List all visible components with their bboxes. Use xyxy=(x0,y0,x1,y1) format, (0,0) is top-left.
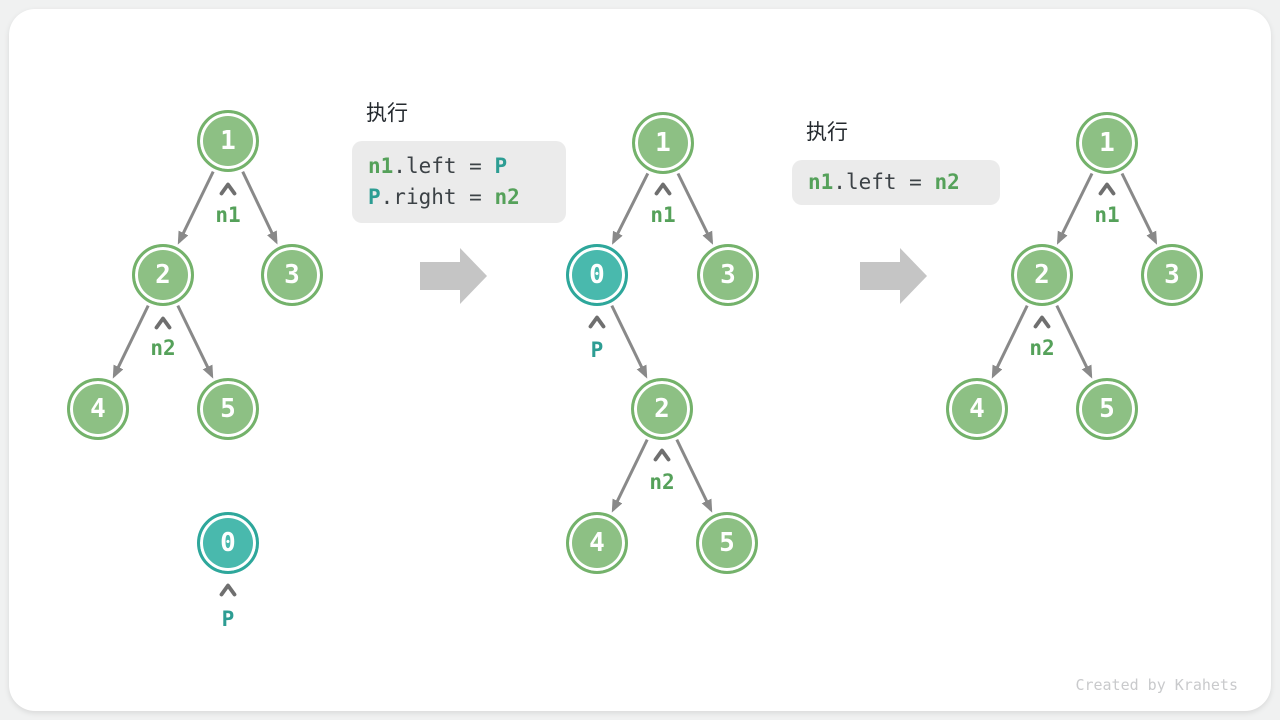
code-line: n1.left = P xyxy=(368,151,550,182)
code-box: n1.left = n2 xyxy=(792,160,1000,205)
tree-node: 5 xyxy=(197,378,259,440)
code-token: .right = xyxy=(380,185,495,209)
code-token-p: P xyxy=(368,185,381,209)
exec-title: 执行 xyxy=(366,101,408,125)
pointer-label-n1: n1 xyxy=(1094,203,1120,227)
tree-node: 1 xyxy=(197,110,259,172)
tree-node: 4 xyxy=(946,378,1008,440)
pointer-label-n2: n2 xyxy=(649,470,675,494)
tree-node: 1 xyxy=(1076,112,1138,174)
pointer-label-n1: n1 xyxy=(650,203,676,227)
tree-node: 5 xyxy=(696,512,758,574)
exec-title: 执行 xyxy=(806,120,848,144)
exec-block-1: 执行 n1.left = P P.right = n2 xyxy=(352,99,566,223)
code-box: n1.left = P P.right = n2 xyxy=(352,141,566,223)
pointer-label-n2: n2 xyxy=(1029,336,1055,360)
tree-node: 2 xyxy=(132,244,194,306)
exec-block-2: 执行 n1.left = n2 xyxy=(792,118,1000,205)
tree-node-p: 0 xyxy=(566,244,628,306)
code-token-n2: n2 xyxy=(494,185,520,209)
tree-node: 1 xyxy=(632,112,694,174)
tree-node: 4 xyxy=(566,512,628,574)
tree-node: 3 xyxy=(1141,244,1203,306)
tree-node: 4 xyxy=(67,378,129,440)
tree-node-p: 0 xyxy=(197,512,259,574)
tree-node: 2 xyxy=(631,378,693,440)
tree-node: 2 xyxy=(1011,244,1073,306)
code-token-n1: n1 xyxy=(808,170,834,194)
code-token-n1: n1 xyxy=(368,154,394,178)
tree-node: 5 xyxy=(1076,378,1138,440)
pointer-label-p: P xyxy=(590,338,604,362)
code-line: n1.left = n2 xyxy=(808,167,984,198)
tree-node: 3 xyxy=(697,244,759,306)
credit-text: Created by Krahets xyxy=(1075,676,1238,694)
code-token-n2: n2 xyxy=(934,170,960,194)
tree-node: 3 xyxy=(261,244,323,306)
pointer-label-n1: n1 xyxy=(215,203,241,227)
code-token: .left = xyxy=(833,170,935,194)
pointer-label-n2: n2 xyxy=(150,336,176,360)
code-token: .left = xyxy=(393,154,495,178)
code-line: P.right = n2 xyxy=(368,182,550,213)
pointer-label-p: P xyxy=(221,607,235,631)
code-token-p: P xyxy=(494,154,508,178)
